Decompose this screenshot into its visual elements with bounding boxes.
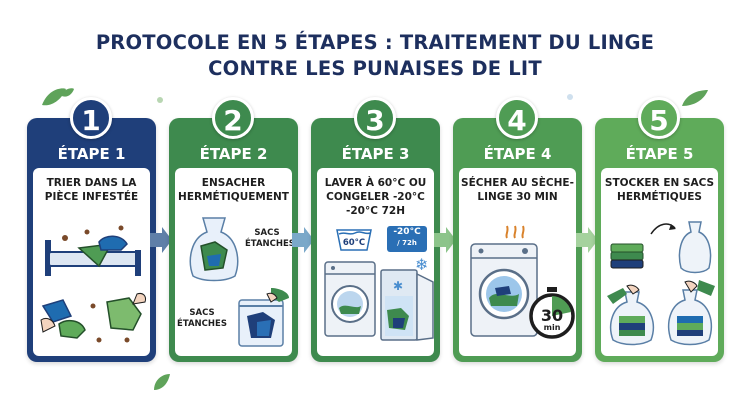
step-5-header: ÉTAPE 5 — [625, 145, 694, 163]
step-card-4: ÉTAPE 4 SÉCHER AU SÈCHE-LINGE 30 MIN 30 … — [453, 118, 582, 362]
step-5-body: STOCKER EN SACS HERMÉTIQUES — [601, 168, 718, 356]
sealed-bag-icon — [678, 221, 712, 274]
arrow-right-icon — [576, 227, 598, 253]
step-card-2: ÉTAPE 2 ENSACHER HERMÉTIQUEMENT SACS ÉTA… — [169, 118, 298, 362]
freezer-icon: ✱ — [380, 269, 434, 341]
step-1-body: TRIER DANS LA PIÈCE INFESTÉE — [33, 168, 150, 356]
arrow-right-icon — [434, 227, 456, 253]
stored-bag-icon — [667, 280, 715, 346]
page-title: PROTOCOLE EN 5 ÉTAPES : TRAITEMENT DU LI… — [0, 30, 750, 82]
heat-waves-icon — [505, 225, 525, 239]
zip-bag-icon — [238, 288, 289, 347]
step-4-header: ÉTAPE 4 — [483, 145, 552, 163]
curved-arrow-icon — [650, 223, 676, 235]
bag-label-bottom: SACS ÉTANCHES — [177, 308, 227, 329]
leaf-icon — [682, 90, 708, 106]
title-line-2: CONTRE LES PUNAISES DE LIT — [208, 57, 542, 80]
timer-unit: min — [543, 323, 561, 332]
step-1-text: TRIER DANS LA PIÈCE INFESTÉE — [44, 177, 139, 203]
bed-with-laundry-icon — [45, 225, 141, 276]
arrow-right-icon — [150, 227, 172, 253]
step-4-body: SÉCHER AU SÈCHE-LINGE 30 MIN 30 min — [459, 168, 576, 356]
step-card-5: ÉTAPE 5 STOCKER EN SACS HERMÉTIQUES — [595, 118, 724, 362]
svg-text:❄: ❄ — [415, 255, 428, 274]
sealed-bag-icon — [189, 217, 239, 282]
step-4-number-badge: 4 — [496, 97, 538, 139]
dryer-icon — [470, 243, 538, 337]
dot-decoration — [567, 94, 573, 100]
freeze-temp-value: -20°C — [393, 227, 421, 237]
arrow-right-icon — [292, 227, 314, 253]
svg-text:✱: ✱ — [393, 279, 403, 293]
wash-temp-label: 60°C — [342, 238, 366, 248]
washing-machine-icon — [324, 261, 376, 337]
leaf-icon — [154, 374, 170, 390]
timer-icon — [529, 287, 575, 339]
step-4-text: SÉCHER AU SÈCHE-LINGE 30 MIN — [461, 177, 574, 203]
step-2-number-badge: 2 — [212, 97, 254, 139]
title-line-1: PROTOCOLE EN 5 ÉTAPES : TRAITEMENT DU LI… — [95, 31, 655, 54]
hands-sorting-clothes-icon — [40, 293, 146, 343]
step-2-text: ENSACHER HERMÉTIQUEMENT — [178, 177, 289, 203]
step-3-body: LAVER À 60°C OU CONGELER -20°C -20°C 72H… — [317, 168, 434, 356]
folded-clothes-icon — [610, 243, 644, 269]
stored-bag-icon — [607, 284, 655, 346]
step-card-3: ÉTAPE 3 LAVER À 60°C OU CONGELER -20°C -… — [311, 118, 440, 362]
step-2-header: ÉTAPE 2 — [199, 145, 268, 163]
step-1-number-badge: 1 — [70, 97, 112, 139]
wash-temperature-icon — [336, 229, 372, 251]
step-2-body: ENSACHER HERMÉTIQUEMENT SACS ÉTANCHES SA… — [175, 168, 295, 356]
snowflake-icon: ❄ — [415, 255, 428, 274]
freeze-time-value: / 72h — [397, 239, 417, 247]
dot-decoration — [157, 97, 163, 103]
freeze-temp-badge: -20°C / 72h — [387, 226, 427, 252]
leaf-icon — [42, 88, 74, 106]
timer-value: 30 — [540, 306, 564, 325]
step-3-number-badge: 3 — [354, 97, 396, 139]
step-3-header: ÉTAPE 3 — [341, 145, 410, 163]
bag-label-top: SACS ÉTANCHES — [245, 228, 295, 249]
step-card-1: ÉTAPE 1 TRIER DANS LA PIÈCE INFESTÉE — [27, 118, 156, 362]
step-1-header: ÉTAPE 1 — [57, 145, 126, 163]
step-5-number-badge: 5 — [638, 97, 680, 139]
step-3-text: LAVER À 60°C OU CONGELER -20°C -20°C 72H — [324, 177, 427, 217]
step-5-text: STOCKER EN SACS HERMÉTIQUES — [604, 177, 715, 203]
